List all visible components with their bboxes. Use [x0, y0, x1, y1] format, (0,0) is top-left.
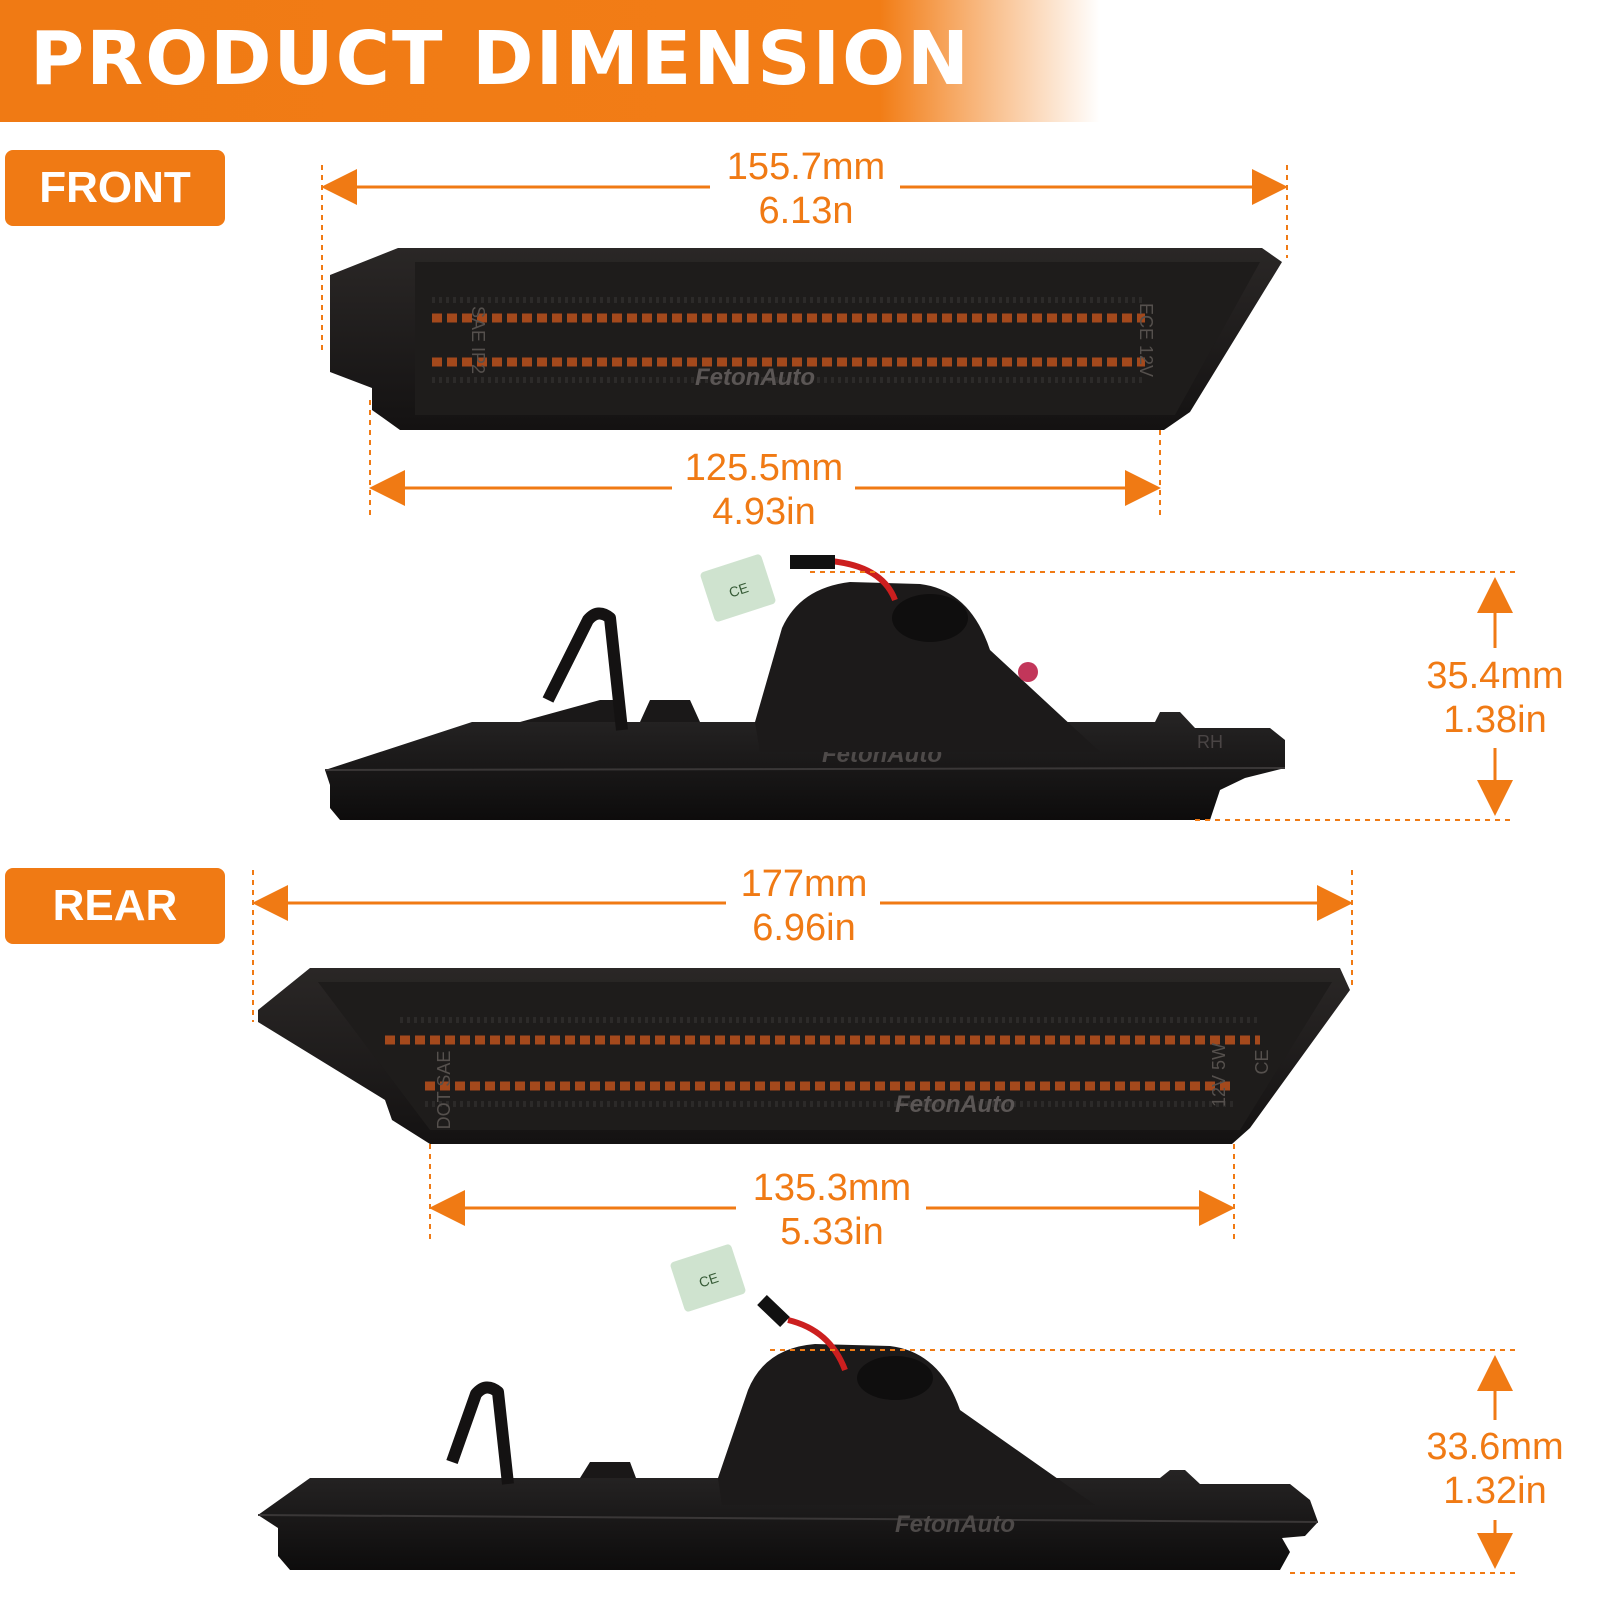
rear-base-length-mm: 135.3mm: [752, 1167, 912, 1209]
rear-lens: DOT SAE 12V 5W CE FetonAuto: [258, 968, 1350, 1144]
rear-base-length-label: 135.3mm 5.33in: [742, 1166, 922, 1254]
front-overall-length-line: [321, 165, 1288, 350]
front-connector-board: CE: [700, 554, 776, 622]
rear-connector-board: CE: [670, 1244, 746, 1312]
front-overall-length-in: 6.13n: [758, 190, 854, 232]
front-connector-mark: CE: [727, 579, 750, 600]
rear-height-label: 33.6mm 1.32in: [1405, 1425, 1585, 1513]
front-base-length-line: [369, 400, 1161, 518]
rear-overall-length-mm: 177mm: [740, 863, 868, 905]
front-clip: [542, 607, 628, 731]
front-lens-marking-right: ECE 12V: [1136, 303, 1156, 377]
rear-connector-mark: CE: [697, 1269, 720, 1290]
front-height-line: [810, 571, 1515, 821]
rear-badge: REAR: [5, 868, 225, 944]
rear-overall-length-line: [252, 870, 1353, 1022]
front-base-length-mm: 125.5mm: [684, 447, 844, 489]
rear-overall-length-label: 177mm 6.96in: [714, 862, 894, 950]
front-wire: [790, 555, 898, 602]
rear-height-mm: 33.6mm: [1426, 1426, 1564, 1468]
rear-height-in: 1.32in: [1443, 1470, 1547, 1512]
front-base-length-label: 125.5mm 4.93in: [674, 446, 854, 534]
front-socket: [755, 582, 1100, 752]
front-overall-length-mm: 155.7mm: [726, 146, 886, 188]
front-base-length-in: 4.93in: [712, 491, 816, 533]
rear-lens-brand: FetonAuto: [895, 1091, 1015, 1118]
title-banner: PRODUCT DIMENSION: [0, 0, 1100, 122]
rear-clip: [446, 1381, 514, 1485]
rear-socket: [718, 1344, 1095, 1505]
rear-wire: [757, 1294, 848, 1372]
rear-base-length-in: 5.33in: [780, 1211, 884, 1253]
rear-height-line: [770, 1349, 1515, 1574]
front-height-label: 35.4mm 1.38in: [1405, 654, 1585, 742]
front-lens-brand: FetonAuto: [695, 364, 815, 391]
rear-side-brand: FetonAuto: [895, 1511, 1015, 1538]
front-lens-marking-left: SAE IP2: [468, 306, 488, 374]
front-badge: FRONT: [5, 150, 225, 226]
front-height-mm: 35.4mm: [1426, 655, 1564, 697]
rear-lens-marking-left: DOT SAE: [434, 1051, 454, 1130]
rear-base-length-line: [429, 1144, 1235, 1242]
front-height-in: 1.38in: [1443, 699, 1547, 741]
page-title: PRODUCT DIMENSION: [30, 16, 971, 102]
front-lens: SAE IP2 ECE 12V FetonAuto: [330, 248, 1282, 430]
rear-overall-length-in: 6.96in: [752, 907, 856, 949]
front-side-tag: RH: [1197, 732, 1223, 752]
front-overall-length-label: 155.7mm 6.13n: [716, 145, 896, 233]
rear-lens-ce-mark: CE: [1252, 1049, 1272, 1074]
rear-lens-marking-right: 12V 5W: [1209, 1043, 1229, 1107]
